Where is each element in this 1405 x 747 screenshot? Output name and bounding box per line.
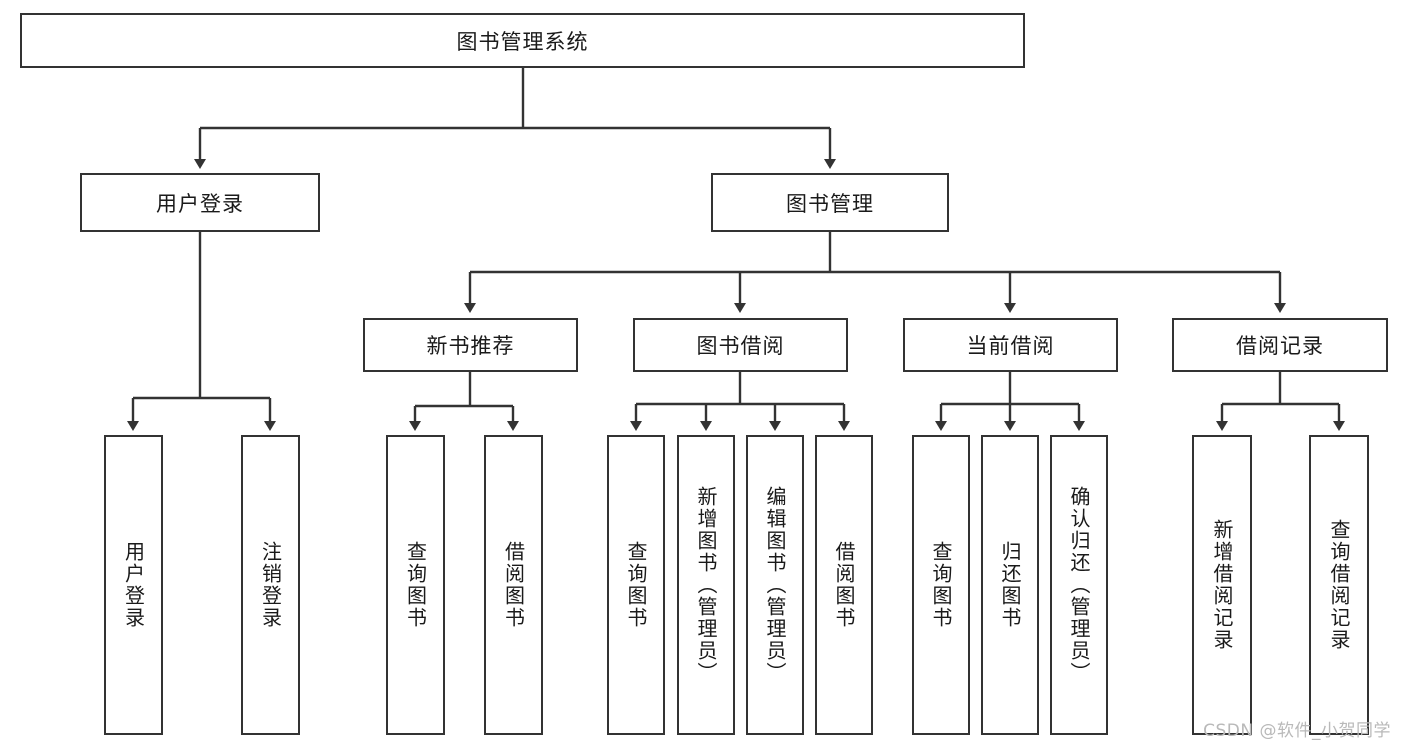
node-label: 图书管理 xyxy=(786,191,874,216)
leaf-recommend-query-book[interactable]: 查询图书 xyxy=(386,435,445,735)
node-label: 归还图书 xyxy=(998,541,1022,629)
node-label: 新增图书（管理员） xyxy=(694,486,718,684)
leaf-borrow-add-book-admin[interactable]: 新增图书（管理员） xyxy=(677,435,735,735)
node-book-borrow[interactable]: 图书借阅 xyxy=(633,318,848,372)
node-label: 查询图书 xyxy=(403,541,428,629)
node-label: 借阅记录 xyxy=(1236,334,1324,358)
node-label: 查询图书 xyxy=(929,541,953,629)
node-label: 用户登录 xyxy=(156,191,244,216)
leaf-borrow-query-book[interactable]: 查询图书 xyxy=(607,435,665,735)
node-label: 新书推荐 xyxy=(426,334,515,358)
leaf-recommend-borrow-book[interactable]: 借阅图书 xyxy=(484,435,543,735)
node-label: 用户登录 xyxy=(121,541,146,629)
node-label: 借阅图书 xyxy=(501,541,526,629)
node-label: 图书管理系统 xyxy=(456,29,589,54)
node-label: 查询图书 xyxy=(624,541,648,629)
leaf-borrow-borrow-book[interactable]: 借阅图书 xyxy=(815,435,873,735)
node-label: 查询借阅记录 xyxy=(1327,519,1351,651)
node-borrow-record[interactable]: 借阅记录 xyxy=(1172,318,1388,372)
node-label: 借阅图书 xyxy=(832,541,856,629)
leaf-record-query-record[interactable]: 查询借阅记录 xyxy=(1309,435,1369,735)
node-label: 编辑图书（管理员） xyxy=(763,486,787,684)
leaf-borrow-edit-book-admin[interactable]: 编辑图书（管理员） xyxy=(746,435,804,735)
node-label: 确认归还（管理员） xyxy=(1067,486,1091,684)
leaf-current-query-book[interactable]: 查询图书 xyxy=(912,435,970,735)
node-label: 新增借阅记录 xyxy=(1210,519,1234,651)
node-current-borrow[interactable]: 当前借阅 xyxy=(903,318,1118,372)
node-label: 注销登录 xyxy=(258,541,283,629)
leaf-user-login-logout[interactable]: 注销登录 xyxy=(241,435,300,735)
leaf-current-confirm-return-admin[interactable]: 确认归还（管理员） xyxy=(1050,435,1108,735)
node-book-management[interactable]: 图书管理 xyxy=(711,173,949,232)
node-user-login[interactable]: 用户登录 xyxy=(80,173,320,232)
leaf-record-add-record[interactable]: 新增借阅记录 xyxy=(1192,435,1252,735)
node-new-book-recommend[interactable]: 新书推荐 xyxy=(363,318,578,372)
node-root-system[interactable]: 图书管理系统 xyxy=(20,13,1025,68)
node-label: 当前借阅 xyxy=(966,334,1055,358)
leaf-current-return-book[interactable]: 归还图书 xyxy=(981,435,1039,735)
leaf-user-login-login[interactable]: 用户登录 xyxy=(104,435,163,735)
watermark-text: CSDN @软件_小贺同学 xyxy=(1203,721,1391,741)
node-label: 图书借阅 xyxy=(696,334,785,358)
